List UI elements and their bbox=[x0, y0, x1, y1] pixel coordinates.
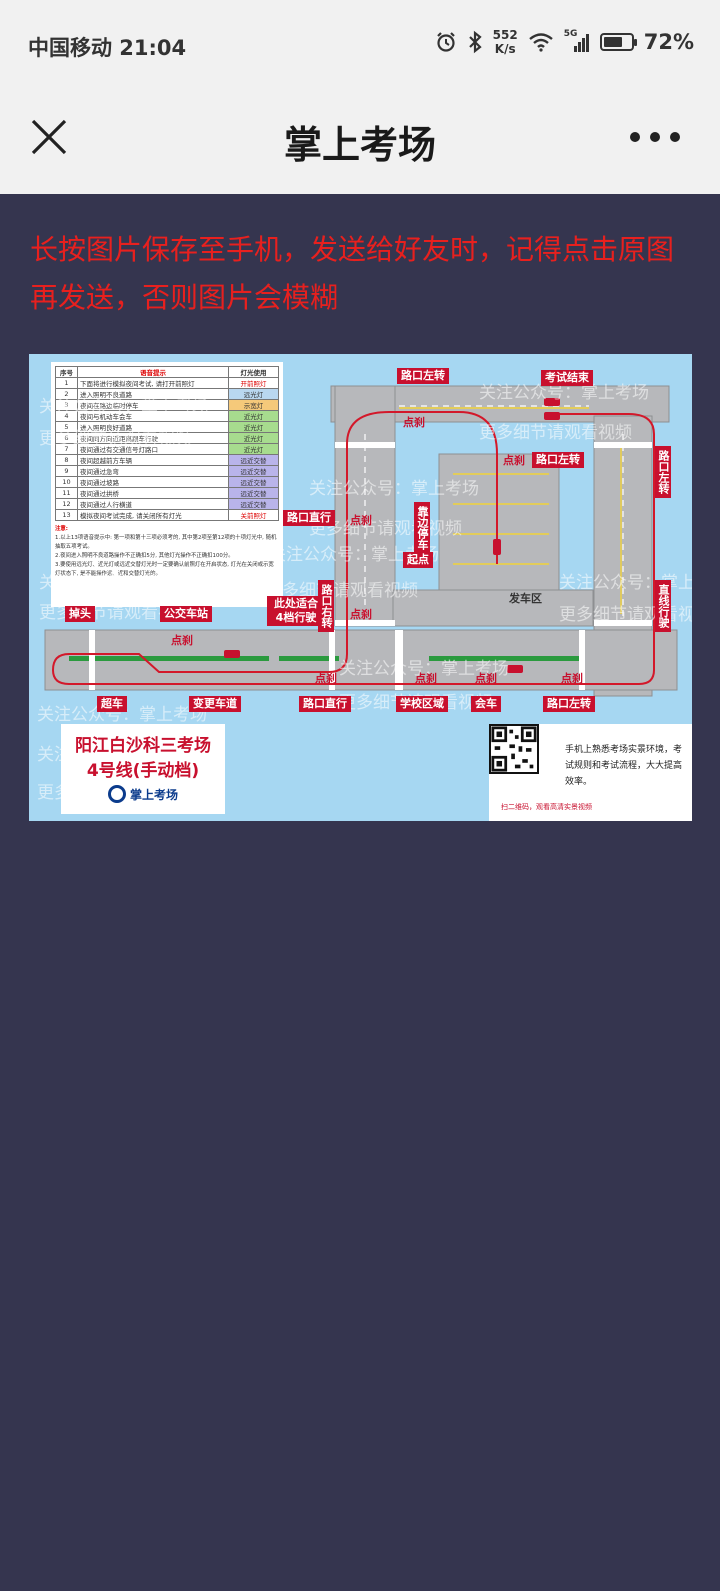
watermark: 关注公众号：掌上考场 bbox=[309, 479, 479, 499]
label-u-turn: 掉头 bbox=[65, 606, 95, 622]
net-speed: 552 K/s bbox=[492, 28, 518, 56]
battery-icon bbox=[599, 33, 637, 51]
carrier-time: 中国移动 21:04 bbox=[28, 36, 187, 60]
more-dot-icon bbox=[670, 132, 680, 142]
label-turn-left-right: 路口左转 bbox=[655, 446, 671, 498]
label-brake: 点刹 bbox=[171, 634, 193, 647]
label-exam-end: 考试结束 bbox=[541, 370, 593, 386]
nav-header: 掌上考场 bbox=[0, 92, 720, 194]
bluetooth-icon bbox=[468, 30, 482, 54]
status-icons: 552 K/s 5G 72% bbox=[435, 28, 694, 56]
label-park-side: 靠边停车 bbox=[414, 502, 430, 554]
label-turn-left-mid: 路口左转 bbox=[532, 452, 584, 468]
more-button[interactable] bbox=[630, 122, 680, 152]
signal-icon: 5G bbox=[564, 29, 590, 53]
label-brake: 点刹 bbox=[503, 454, 525, 467]
label-brake: 点刹 bbox=[403, 416, 425, 429]
label-brake: 点刹 bbox=[350, 608, 372, 621]
qr-code-icon bbox=[489, 724, 539, 774]
label-meet-car: 会车 bbox=[471, 696, 501, 712]
watermark: 更多细节请观看视频 bbox=[39, 429, 192, 449]
watermark: 关注公众号：掌上考场 bbox=[339, 659, 509, 679]
route-title-card: 阳江白沙科三考场 4号线(手动档) 掌上考场 bbox=[61, 724, 225, 814]
label-lane-change: 变更车道 bbox=[189, 696, 241, 712]
route-subtitle: 4号线(手动档) bbox=[86, 761, 200, 781]
steering-wheel-icon bbox=[107, 785, 126, 803]
label-overtake: 超车 bbox=[97, 696, 127, 712]
more-dot-icon bbox=[650, 132, 660, 142]
watermark: 关注公众号：掌上考场 bbox=[39, 397, 209, 417]
brand-logo: 掌上考场 bbox=[61, 785, 225, 803]
label-brake: 点刹 bbox=[415, 672, 437, 685]
label-gear4: 此处适合4档行驶 bbox=[267, 596, 325, 626]
watermark: 关注公众号：掌上考场 bbox=[39, 573, 209, 593]
page-title: 掌上考场 bbox=[283, 123, 436, 167]
battery-level bbox=[603, 37, 623, 47]
label-school-zone: 学校区域 bbox=[396, 696, 448, 712]
close-icon bbox=[31, 119, 67, 155]
close-button[interactable] bbox=[28, 116, 70, 158]
save-notice: 长按图片保存至手机，发送给好友时，记得点击原图再发送，否则图片会模糊 bbox=[30, 233, 675, 314]
label-brake: 点刹 bbox=[475, 672, 497, 685]
watermark: 关注公众号：掌上考场 bbox=[37, 705, 207, 725]
label-turn-right: 路口右转 bbox=[318, 580, 334, 632]
watermark: 关注公众号：掌上考场 bbox=[559, 573, 692, 593]
status-bar: 中国移动 21:04 552 K/s 5G bbox=[0, 0, 720, 92]
label-brake: 点刹 bbox=[350, 514, 372, 527]
alarm-icon bbox=[436, 32, 455, 52]
battery-percent: 72% bbox=[643, 30, 694, 54]
watermark: 关注公众号：掌上考场 bbox=[269, 545, 439, 565]
legend-notes: 注意: 1.以上13项语音提示中: 第一项和第十三项必须考的, 其中第2项至第1… bbox=[55, 526, 277, 577]
label-bus-stop: 公交车站 bbox=[160, 606, 212, 622]
label-straight-drive: 直线行驶 bbox=[655, 580, 671, 632]
wifi-icon bbox=[528, 33, 553, 52]
label-straight-left: 路口直行 bbox=[283, 510, 335, 526]
label-brake: 点刹 bbox=[315, 672, 337, 685]
more-dot-icon bbox=[630, 132, 640, 142]
label-depart-area: 发车区 bbox=[509, 592, 542, 605]
watermark: 更多细节请观看视频 bbox=[559, 605, 692, 625]
route-map-drawing bbox=[44, 385, 678, 697]
watermark: 更多细节请观看视频 bbox=[479, 423, 632, 443]
watermark: 关注公众号：掌上考场 bbox=[479, 383, 649, 403]
qr-caption: 扫二维码，观看高清实景视频 bbox=[501, 803, 592, 811]
qr-description: 手机上熟悉考场实景环境，考试规则和考试流程，大大提高效率。 bbox=[565, 745, 683, 787]
label-brake: 点刹 bbox=[561, 672, 583, 685]
label-straight-bottom: 路口直行 bbox=[299, 696, 351, 712]
label-turn-left-top: 路口左转 bbox=[397, 368, 449, 384]
label-start-point: 起点 bbox=[403, 552, 433, 568]
qr-card: 手机上熟悉考场实景环境，考试规则和考试流程，大大提高效率。 扫二维码，观看高清实… bbox=[489, 724, 692, 821]
route-title: 阳江白沙科三考场 bbox=[75, 736, 211, 756]
label-turn-left-bottom: 路口左转 bbox=[543, 696, 595, 712]
